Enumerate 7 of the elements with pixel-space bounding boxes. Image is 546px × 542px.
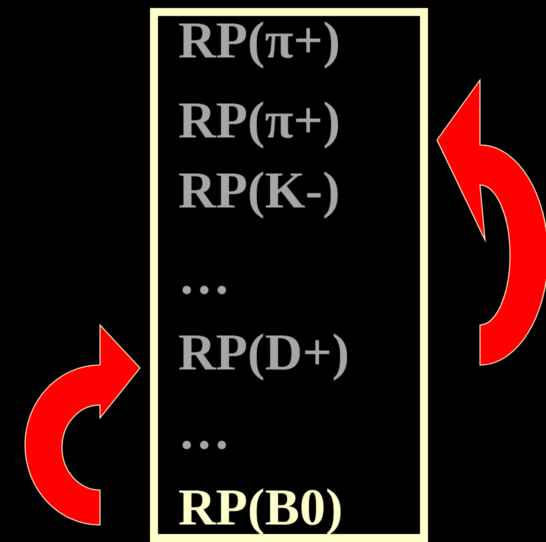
list-item: RP(π+) [179,21,338,69]
list-item: RP(B0) [179,488,341,536]
list-item: … [182,286,226,294]
list-item: … [182,440,226,450]
list-item: RP(π+) [179,101,338,149]
list-item: RP(K-) [179,171,338,219]
list-item: RP(D+) [179,333,348,381]
